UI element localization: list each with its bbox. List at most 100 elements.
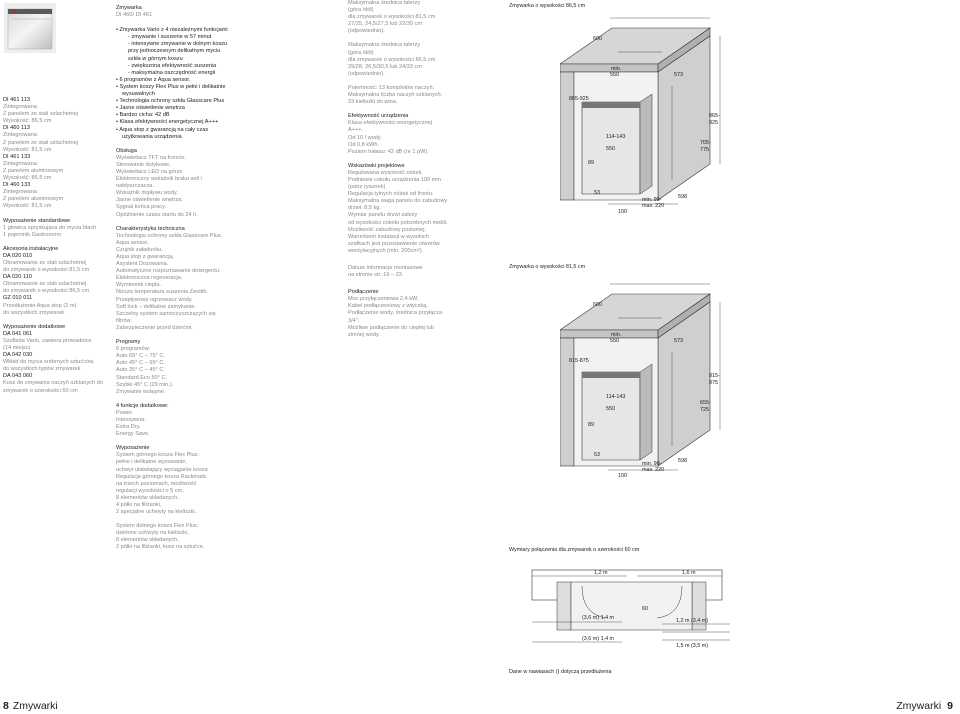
text-line: Wyświetlacz TFT na froncie. xyxy=(116,154,186,161)
text-line: 3/4". xyxy=(348,317,360,324)
text-line: 1 głowica spryskująca do mycia blach xyxy=(3,224,97,231)
text-line: Podłączenie wody, średnica przyłącza xyxy=(348,310,443,317)
text-line: Opóźnienie czasu startu do 24 h. xyxy=(116,211,198,218)
text-line: Maksymalna liczba naczyń szklanych: xyxy=(348,92,443,99)
text-line: Moc przyłączeniowa 2,4 kW. xyxy=(348,296,419,303)
dim-label: 550 xyxy=(610,338,619,344)
model-line: Zintegrowana xyxy=(3,132,37,139)
dim-label: 925 xyxy=(709,120,718,126)
text-line: A+++. xyxy=(348,127,364,134)
extra-equipment: Wyposażenie dodatkowe DA 041 061 Szuflad… xyxy=(3,324,103,395)
dim-label: 705- xyxy=(700,140,711,146)
model-line: Wysokość: 81,5 cm xyxy=(3,146,52,153)
connection-diagram: 1,2 m 1,6 m (3,6 m) 1,4 m 60 (3,6 m) 1,4… xyxy=(531,569,730,649)
text-line: uchwyt ułatwiający wyciąganie kosza xyxy=(116,466,208,473)
text-line: (patrz rysunek). xyxy=(348,184,387,191)
dim-label: 600 xyxy=(593,36,602,42)
text-line: Auto 65° C – 75° C. xyxy=(116,353,165,360)
model-code: DI 460 133 xyxy=(3,182,31,189)
model-line: Zintegrowana xyxy=(3,189,37,196)
text-line: do zmywarek o wysokości 86,5 cm xyxy=(3,288,90,295)
equipment-section: Wyposażenie System górnego kosza Flex Pl… xyxy=(116,445,230,516)
accessory-code: DA 041 061 xyxy=(3,330,33,337)
text-line: 1 pojemnik Gastronorm xyxy=(3,231,62,238)
specs-column: Maksymalna średnica talerzy (góra /dół) … xyxy=(348,0,463,346)
feature-item: • Bardzo cicha: 42 dB xyxy=(116,112,170,119)
feature-list: • Zmywarka Vario z 4 niezależnymi funkcj… xyxy=(116,27,230,141)
mid-diagram-title: Zmywarka o wysokości 81,5 cm xyxy=(509,264,586,270)
dim-label: 725 xyxy=(700,407,709,413)
text-line: Energy Save. xyxy=(116,431,150,438)
text-line: Aqua sensor. xyxy=(116,239,149,246)
dim-label: 550 xyxy=(606,406,615,412)
dishwasher-niche xyxy=(570,581,693,631)
dishwasher-side xyxy=(639,363,653,461)
text-line: od wysokości cokołu potrzebnych mebli. xyxy=(348,219,448,226)
top-diagram-title: Zmywarka o wysokości 86,5 cm xyxy=(509,3,586,9)
feature-item: • Jasne oświetlenie wnętrza xyxy=(116,105,185,112)
tech-section: Charakterystyka techniczna Technologia o… xyxy=(116,226,230,332)
text-line: (góra /dół) xyxy=(348,7,374,14)
dim-label: 100 xyxy=(618,209,627,215)
feature-sub: - zwiększona efektywność suszenia xyxy=(128,62,217,69)
text-line: Sygnał końca pracy. xyxy=(116,204,166,211)
installation-accessories: Akcesoria instalacyjne DA 020 010 Obramo… xyxy=(3,246,103,317)
section-heading: Akcesoria instalacyjne xyxy=(3,245,59,252)
dim-label: min. xyxy=(611,66,621,72)
dim-label: 550 xyxy=(606,146,615,152)
dim-label: 1,5 m (3,5 m) xyxy=(676,643,708,649)
text-line: Maksymalna waga panelu do zabudowy xyxy=(348,198,448,205)
dim-label: 865- xyxy=(709,113,720,119)
text-line: dla zmywarek o wysokości 81,5 cm xyxy=(348,14,436,21)
section-heading: Charakterystyka techniczna xyxy=(116,225,185,232)
text-line: na stronie str. 16 – 23. xyxy=(348,272,404,279)
text-line: Aqua stop z gwarancją. xyxy=(116,254,175,260)
text-line: Zmywanie wstępne. xyxy=(116,388,166,395)
text-line: Sterowanie dotykowe. xyxy=(116,161,171,168)
section-heading: Wyposażenie dodatkowe xyxy=(3,323,66,330)
text-line: Regulowana wysokość nóżek. xyxy=(348,169,423,176)
text-line: Soft lock – delikatne zamykanie. xyxy=(116,303,196,310)
text-line: Jasne oświetlenie wnętrza. xyxy=(116,197,183,204)
text-line: 6 programów: xyxy=(116,346,151,353)
feature-item: • System koszy Flex Plus w pełni i delik… xyxy=(116,83,226,98)
accessory-code: DA 043 060 xyxy=(3,373,33,380)
text-line: (odpowiednio). xyxy=(348,70,385,77)
text-line: Auto 35° C – 45° C. xyxy=(116,367,165,374)
section-heading: Obsługa xyxy=(116,147,137,154)
text-line: Od 0,8 kWh. xyxy=(348,141,380,148)
dim-label: 114-143 xyxy=(606,134,625,140)
equipment-lower-basket: System dolnego kosza Flex Plus: dzielone… xyxy=(116,523,230,551)
installation-diagram-865: 600 min. 550 573 865-925 865- 925 114-14… xyxy=(560,17,721,215)
text-line: Pojemność: 13 kompletów naczyń. xyxy=(348,84,435,91)
section-heading: Podłączenie xyxy=(348,289,379,296)
text-line: 27/25, 24,5/27,5 lub 22/30 cm xyxy=(348,21,423,28)
model-line: Z panelem aluminiowym xyxy=(3,167,64,174)
text-line: Auto 45° C – 65° C. xyxy=(116,360,165,367)
accessory-code: DA 020 010 xyxy=(3,252,33,259)
product-title: Zmywarka xyxy=(116,5,142,11)
text-line: Szczelny system samoczyszczących się fil… xyxy=(116,310,216,324)
model-line: Zintegrowana xyxy=(3,104,37,111)
text-line: Elektroniczny wskaźnik braku soli i nabł… xyxy=(116,176,202,190)
accessory-code: GZ 010 011 xyxy=(3,295,33,302)
dim-label: 865-925 xyxy=(569,96,589,102)
more-info: Dalsze informacje montażowe na stronie s… xyxy=(348,265,463,279)
text-line: do wszystkich zmywarek xyxy=(3,309,65,316)
installation-diagram-815: 600 min. 550 573 815-875 815- 875 114-14… xyxy=(560,283,721,479)
connection-diagram-title: Wymiary połączenia dla zmywarek o szerok… xyxy=(509,547,640,553)
dim-label: 573 xyxy=(674,72,683,78)
plates-81: Maksymalna średnica talerzy (góra /dół) … xyxy=(348,0,463,35)
page-number-left: 8 xyxy=(3,700,9,712)
dim-label: 815-875 xyxy=(569,358,589,364)
text-line: (14 miejsc) xyxy=(3,345,31,351)
dim-label: 815- xyxy=(709,373,720,379)
footer-left-text: Zmywarki xyxy=(12,700,58,712)
feature-item: • Aqua stop z gwarancją na cały czas uży… xyxy=(116,126,209,140)
text-line: Kosz do zmywania naczyń szklanych do xyxy=(3,380,103,387)
dim-label: 53 xyxy=(594,190,600,196)
text-line: Maksymalna średnica talerzy xyxy=(348,42,421,49)
dim-label: 550 xyxy=(610,72,619,78)
dim-label: min. 90- xyxy=(642,461,662,467)
